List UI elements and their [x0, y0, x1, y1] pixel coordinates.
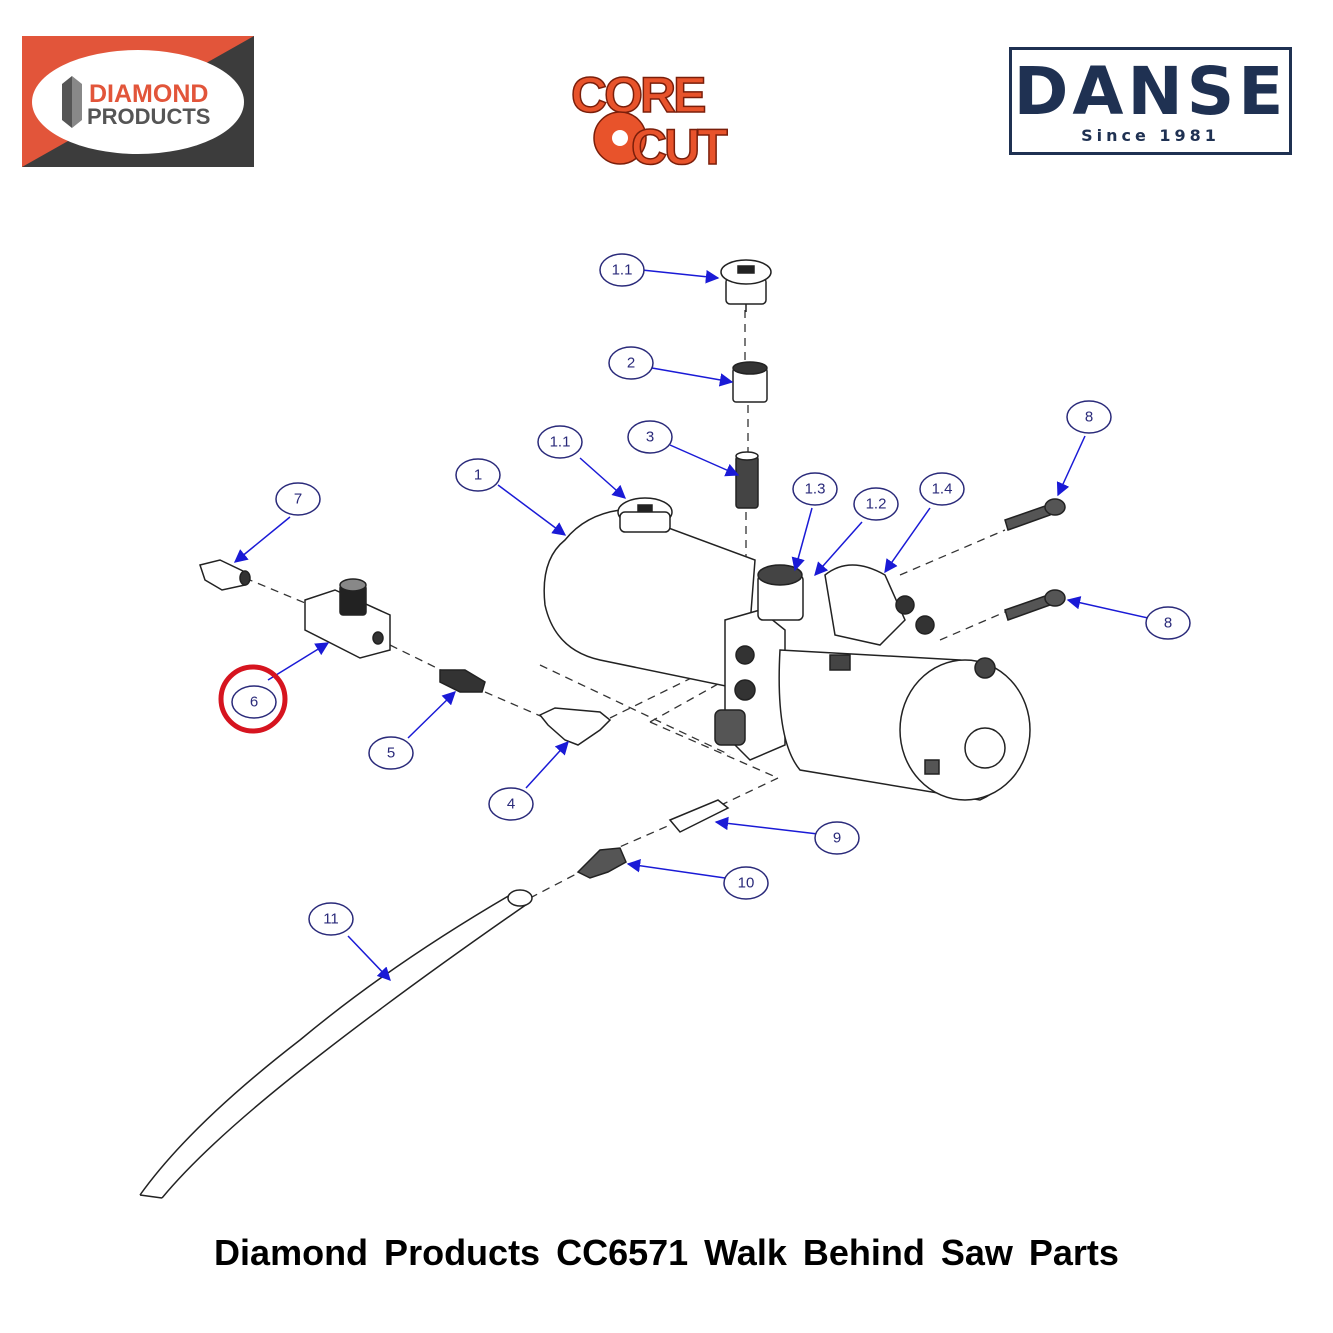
part-hose-barb	[576, 847, 627, 879]
diamond-mark-icon	[62, 76, 82, 128]
part-bushing	[732, 361, 768, 403]
callout-5: 5	[368, 736, 414, 770]
svg-text:1.3: 1.3	[805, 481, 826, 498]
callout-leaders	[233, 269, 1149, 981]
corecut-line1: CORE	[571, 67, 705, 123]
callout-1-1-mid: 1.1	[537, 425, 583, 459]
svg-text:4: 4	[507, 796, 515, 813]
callout-1-2: 1.2	[853, 487, 899, 521]
callout-4: 4	[488, 787, 534, 821]
callout-1-3: 1.3	[792, 472, 838, 506]
part-reservoir-tank	[543, 497, 756, 691]
diamond-products-logo: DIAMOND PRODUCTS	[22, 36, 254, 167]
part-elbow-fitting	[199, 559, 251, 591]
callout-8-right: 8	[1145, 606, 1191, 640]
svg-text:9: 9	[833, 830, 841, 847]
page-caption: Diamond Products CC6571 Walk Behind Saw …	[214, 1232, 1119, 1273]
svg-text:5: 5	[387, 745, 395, 762]
svg-text:1.4: 1.4	[932, 481, 953, 498]
callout-7: 7	[275, 482, 321, 516]
part-filler-cap-top	[720, 259, 772, 312]
svg-text:6: 6	[250, 694, 258, 711]
svg-text:1.2: 1.2	[866, 496, 887, 513]
danse-name: DANSE	[1013, 53, 1288, 130]
corecut-line2: CUT	[631, 119, 727, 170]
svg-text:2: 2	[627, 355, 635, 372]
callout-8-top: 8	[1066, 400, 1112, 434]
danse-logo: DANSE Since 1981	[1009, 47, 1292, 155]
saw-blade-icon	[593, 111, 647, 165]
highlight-circle-6	[218, 664, 288, 734]
part-hex-nipple	[439, 669, 486, 693]
assembly-guide-lines	[244, 310, 1006, 899]
diamond-logo-line1: DIAMOND	[89, 80, 208, 108]
svg-text:8: 8	[1164, 615, 1172, 632]
part-bolt-lower	[1004, 589, 1066, 621]
core-cut-logo: CORE CUT	[570, 66, 731, 170]
svg-text:10: 10	[738, 875, 755, 892]
svg-text:11: 11	[323, 911, 339, 928]
svg-text:8: 8	[1085, 409, 1093, 426]
part-manifold-block	[714, 564, 804, 761]
part-pipe-nipple	[735, 451, 759, 509]
part-bolt-upper	[1004, 498, 1066, 531]
callout-1: 1	[455, 458, 501, 492]
callout-2: 2	[608, 346, 654, 380]
svg-text:1.1: 1.1	[550, 434, 571, 451]
callout-11: 11	[308, 902, 354, 936]
danse-tagline: Since 1981	[1081, 126, 1220, 145]
part-90-elbow	[538, 707, 612, 746]
part-motor	[778, 564, 1031, 801]
callout-6: 6	[231, 685, 277, 719]
svg-text:7: 7	[294, 491, 302, 508]
svg-text:1: 1	[474, 467, 482, 484]
diamond-logo-line2: PRODUCTS	[87, 104, 210, 129]
callout-9: 9	[814, 821, 860, 855]
callout-1-1-top: 1.1	[599, 253, 645, 287]
part-breather-fitting	[668, 799, 730, 833]
svg-text:3: 3	[646, 429, 654, 446]
svg-text:1.1: 1.1	[612, 262, 633, 279]
callout-10: 10	[723, 866, 769, 900]
callout-3: 3	[627, 420, 673, 454]
part-flow-control-valve	[304, 578, 391, 659]
part-drain-hose	[139, 889, 533, 1199]
callout-1-4: 1.4	[919, 472, 965, 506]
